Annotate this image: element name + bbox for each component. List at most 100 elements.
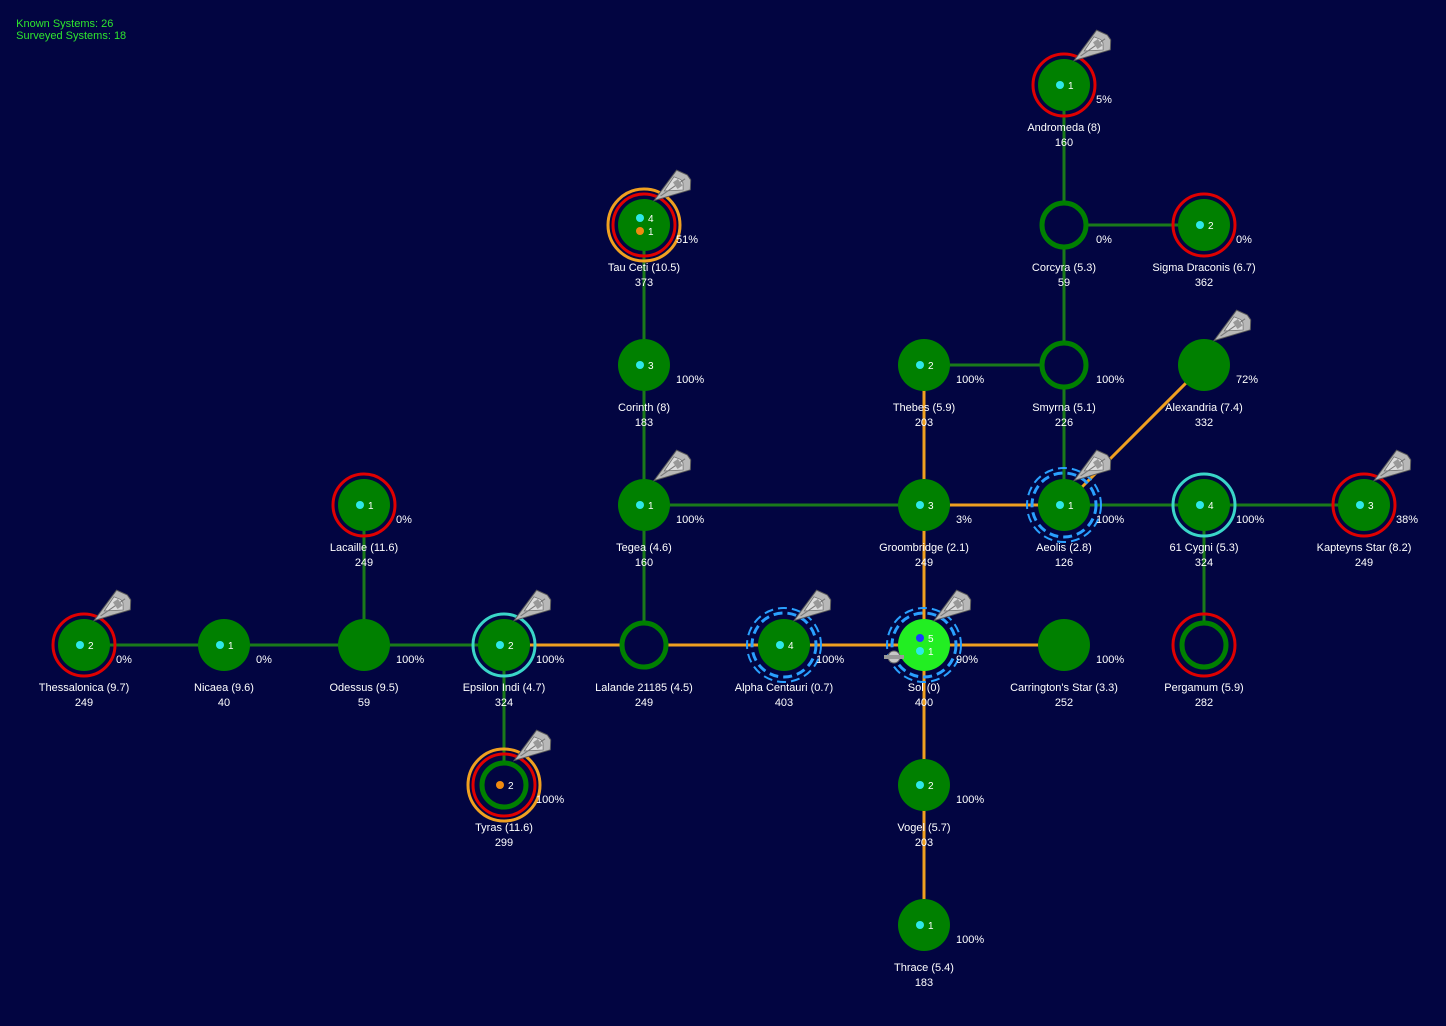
alert-ring	[606, 187, 682, 263]
system-name: Corcyra (5.3)	[1032, 262, 1096, 274]
system-alexandria[interactable]: 72%Alexandria (7.4)332	[1165, 306, 1258, 429]
system-aeolis[interactable]: 1 100% Aeolis (2.8) 126	[1026, 446, 1124, 569]
system-value: 324	[495, 697, 513, 709]
survey-percent: 100%	[956, 374, 984, 386]
fleet-dot	[916, 634, 924, 642]
survey-percent: 0%	[1236, 234, 1252, 246]
system-body[interactable]	[1179, 620, 1229, 670]
system-body[interactable]	[1039, 340, 1089, 390]
fleet-count: 5	[928, 634, 934, 645]
system-value: 400	[915, 697, 933, 709]
system-body[interactable]	[619, 620, 669, 670]
system-value: 203	[915, 417, 933, 429]
survey-percent: 100%	[1096, 514, 1124, 526]
jump-point-ring-outer	[1026, 467, 1102, 543]
system-value: 160	[635, 557, 653, 569]
system-name: Andromeda (8)	[1027, 122, 1100, 134]
station-icon[interactable]	[884, 650, 904, 664]
system-name: Aeolis (2.8)	[1036, 542, 1092, 554]
system-carrington[interactable]: 100%Carrington's Star (3.3)252	[1010, 619, 1124, 709]
system-pergamum[interactable]: Pergamum (5.9)282	[1164, 612, 1244, 709]
system-odessus[interactable]: 100%Odessus (9.5)59	[329, 619, 424, 709]
hostile-ring	[611, 192, 677, 258]
fleet-count: 1	[1068, 501, 1074, 512]
system-andromeda[interactable]: 15%Andromeda (8)160	[1027, 26, 1116, 149]
jump-point-ring	[750, 611, 818, 679]
survey-percent: 100%	[956, 934, 984, 946]
survey-percent: 100%	[956, 794, 984, 806]
system-body[interactable]	[1039, 200, 1089, 250]
fleet-dot	[776, 641, 784, 649]
system-name: Lacaille (11.6)	[330, 542, 398, 554]
system-value: 160	[1055, 137, 1073, 149]
fleet-dot	[1056, 81, 1064, 89]
fleet-dot	[1196, 221, 1204, 229]
system-thessalonica[interactable]: 20%Thessalonica (9.7)249	[39, 586, 136, 709]
system-value: 299	[495, 837, 513, 849]
system-value: 203	[915, 837, 933, 849]
system-value: 403	[775, 697, 793, 709]
system-body[interactable]	[898, 619, 950, 671]
system-value: 362	[1195, 277, 1213, 289]
fleet-dot	[1356, 501, 1364, 509]
system-value: 59	[358, 697, 370, 709]
system-value: 324	[1195, 557, 1213, 569]
fleet-count: 4	[1208, 501, 1214, 512]
fleet-count: 2	[928, 361, 934, 372]
system-lacaille[interactable]: 10%Lacaille (11.6)249	[330, 472, 412, 569]
system-name: Lalande 21185 (4.5)	[595, 682, 693, 694]
fleet-dot	[496, 781, 504, 789]
survey-percent: 100%	[1236, 514, 1264, 526]
system-corcyra[interactable]: 0%Corcyra (5.3)59	[1032, 200, 1112, 289]
fleet-dot	[496, 641, 504, 649]
system-body[interactable]	[1178, 339, 1230, 391]
fleet-count: 1	[648, 227, 654, 238]
survey-percent: 38%	[1396, 514, 1418, 526]
fleet-count: 1	[368, 501, 374, 512]
system-kapteyn[interactable]: 338%Kapteyns Star (8.2)249	[1317, 446, 1419, 569]
system-name: Kapteyns Star (8.2)	[1317, 542, 1412, 554]
fleet-dot	[636, 361, 644, 369]
survey-percent: 0%	[1096, 234, 1112, 246]
system-nicaea[interactable]: 10%Nicaea (9.6)40	[194, 619, 272, 709]
system-body[interactable]	[338, 619, 390, 671]
fleet-count: 4	[648, 214, 654, 225]
system-body[interactable]	[1038, 619, 1090, 671]
fleet-count: 1	[928, 647, 934, 658]
fleet-count: 3	[648, 361, 654, 372]
fleet-count: 3	[1368, 501, 1374, 512]
survey-percent: 100%	[1096, 374, 1124, 386]
system-name: Carrington's Star (3.3)	[1010, 682, 1118, 694]
system-value: 183	[915, 977, 933, 989]
allied-ring	[471, 612, 537, 678]
hostile-ring	[51, 612, 117, 678]
jump-point-ring-outer	[746, 607, 822, 683]
survey-percent: 100%	[676, 514, 704, 526]
system-value: 332	[1195, 417, 1213, 429]
jump-point-ring	[890, 611, 958, 679]
system-smyrna[interactable]: 100%Smyrna (5.1)226	[1032, 340, 1124, 429]
system-groombridge[interactable]: 33%Groombridge (2.1)249	[879, 479, 972, 569]
system-value: 226	[1055, 417, 1073, 429]
system-lalande[interactable]: Lalande 21185 (4.5)249	[595, 620, 693, 709]
survey-percent: 100%	[676, 374, 704, 386]
jump-point-ring	[1030, 471, 1098, 539]
system-value: 126	[1055, 557, 1073, 569]
system-value: 183	[635, 417, 653, 429]
fleet-count: 2	[88, 641, 94, 652]
system-body[interactable]	[618, 199, 670, 251]
system-sigma[interactable]: 20%Sigma Draconis (6.7)362	[1152, 192, 1256, 289]
